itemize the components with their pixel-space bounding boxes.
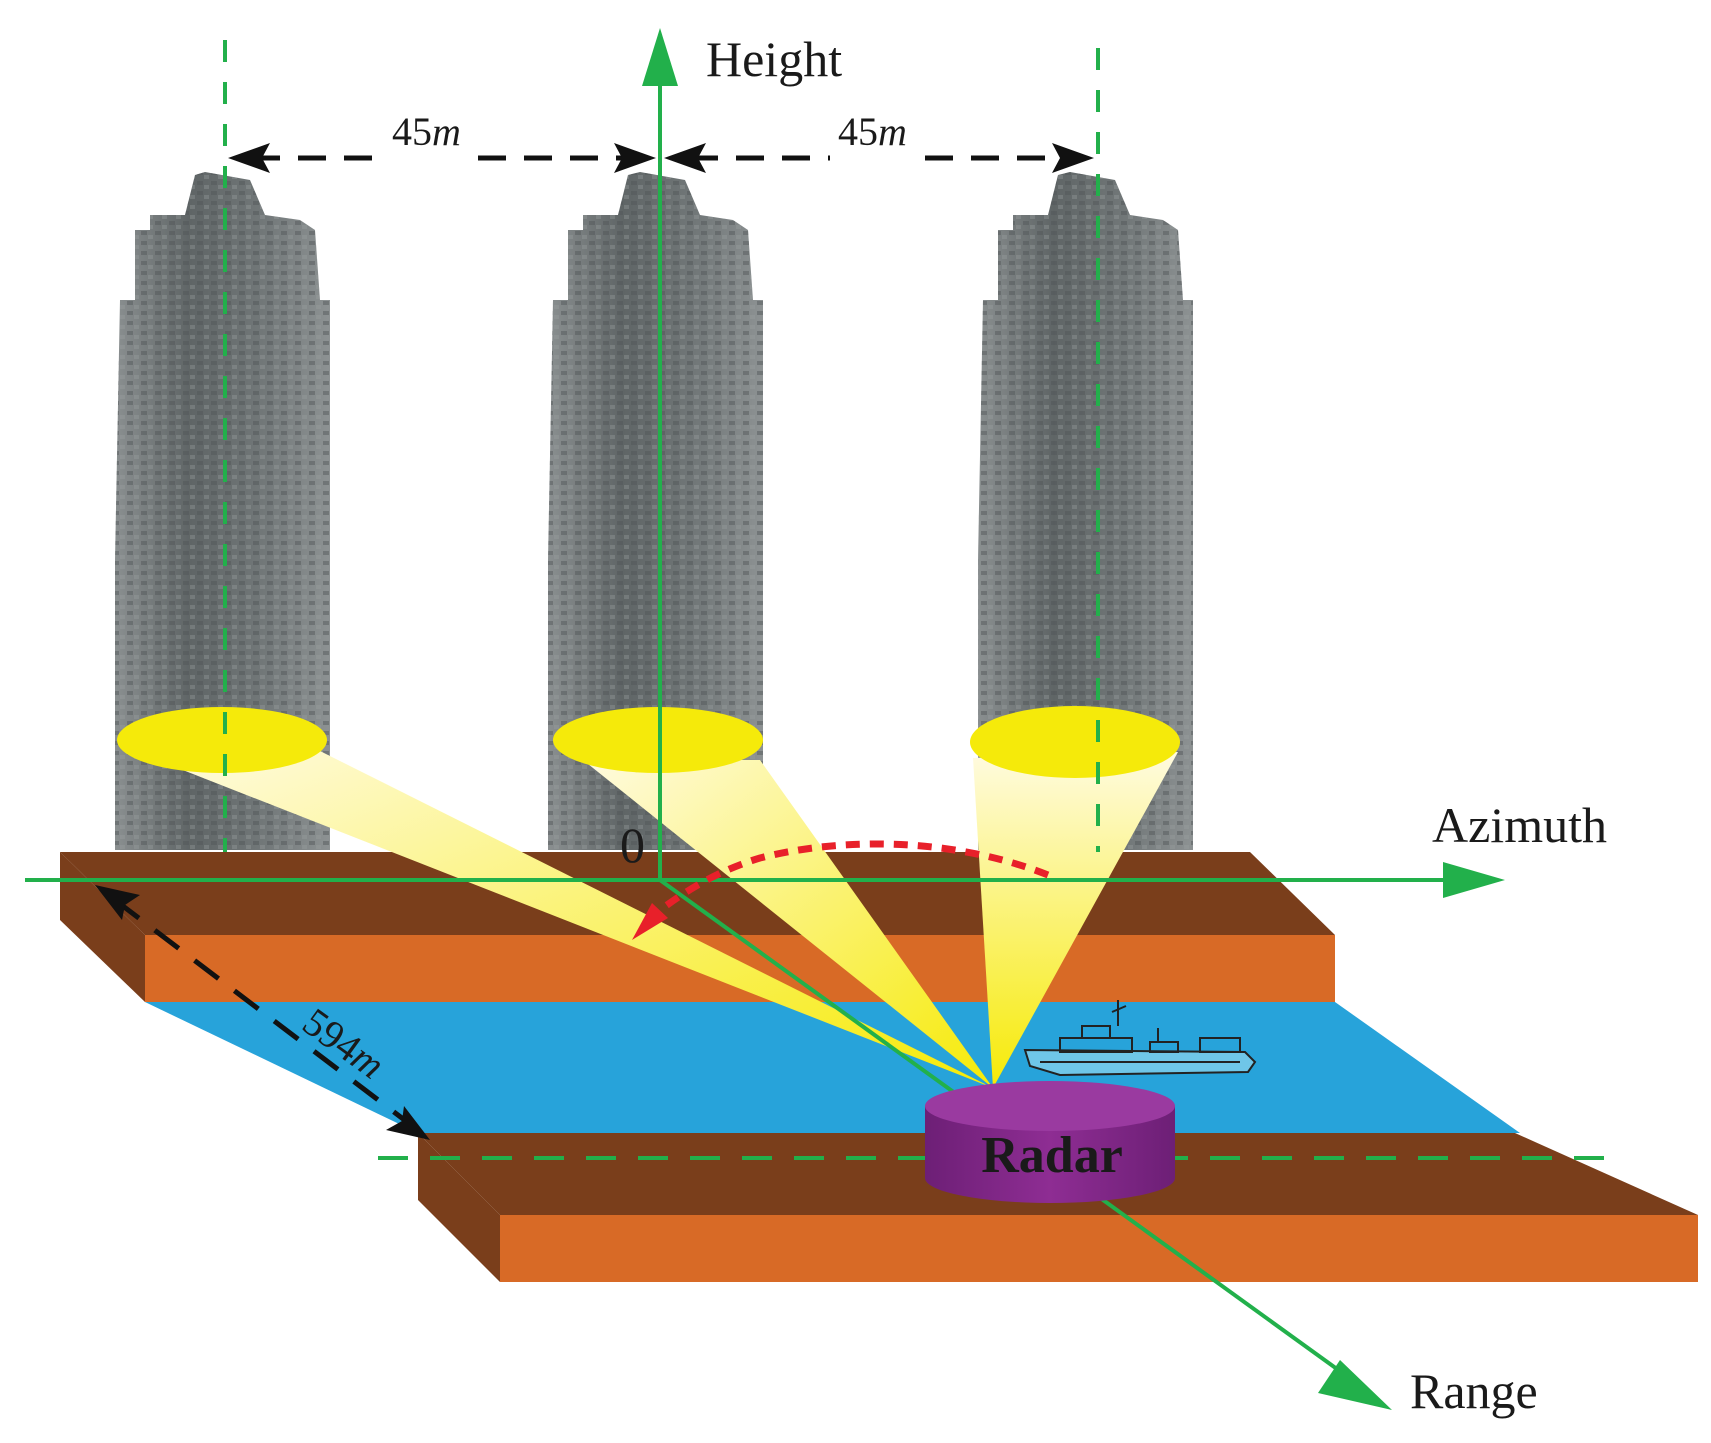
beam-center [583, 760, 993, 1088]
origin-label: 0 [620, 817, 645, 873]
spacing-left-label: 45m [392, 109, 461, 154]
building-center [548, 172, 763, 850]
height-axis-arrowhead [642, 28, 678, 86]
beam-right [973, 752, 1178, 1088]
dimension-arrowheads [228, 143, 1094, 173]
river [145, 1002, 1520, 1133]
azimuth-axis-label: Azimuth [1432, 797, 1607, 853]
spacing-right-label: 45m [838, 109, 907, 154]
radar-label: Radar [981, 1127, 1123, 1184]
building-left [115, 172, 330, 850]
height-axis-label: Height [706, 31, 842, 87]
spacing-right-value: 45 [838, 109, 878, 154]
azimuth-axis-arrowhead [1443, 862, 1505, 898]
river-width-label: 594m [295, 999, 393, 1088]
riverbank-far [60, 852, 1335, 1002]
building-right [978, 172, 1193, 850]
building-centerlines [223, 40, 1100, 852]
beam-left [165, 750, 993, 1088]
radar-beams [117, 706, 1180, 1088]
spacing-right-unit: m [878, 109, 907, 154]
red-track [632, 840, 1050, 940]
beam-spot-right [970, 706, 1180, 778]
spacing-left-unit: m [432, 109, 461, 154]
dimension-river [95, 885, 430, 1140]
range-axis-label: Range [1410, 1363, 1538, 1419]
range-axis-arrowhead [1318, 1360, 1392, 1410]
beam-spot-left [117, 707, 327, 773]
ship-icon [1023, 1000, 1257, 1077]
spacing-left-value: 45 [392, 109, 432, 154]
radar-icon [925, 1081, 1175, 1203]
